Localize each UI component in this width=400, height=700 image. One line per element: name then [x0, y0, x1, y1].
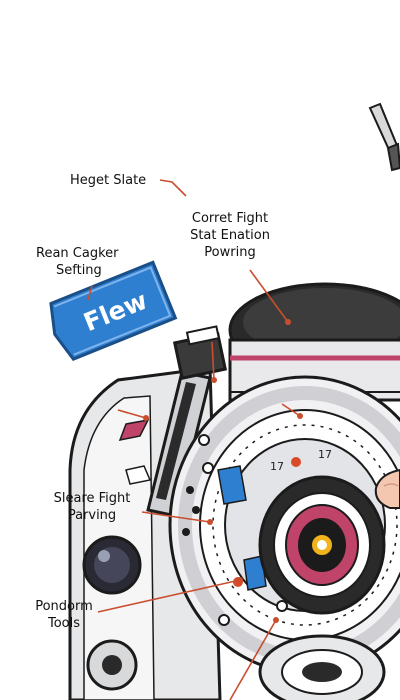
label-sleare-fight: Sleare Fight Parving	[40, 490, 144, 524]
camera-handle	[146, 325, 228, 518]
label-corret-fight: Corret Fight Stat Enation Powring	[182, 210, 278, 261]
leader-sleare	[141, 511, 211, 523]
leader-handle	[211, 341, 215, 381]
flew-tag: Flew	[49, 260, 178, 361]
label-rean-cagker: Rean Cagker Sefting	[36, 245, 119, 279]
leader-bottom	[229, 619, 277, 700]
label-pondorm-tools: Pondorm Tools	[30, 598, 98, 632]
leader-dots	[143, 319, 303, 623]
label-pondorm-line-2: Tools	[47, 616, 81, 631]
label-corret-line-1: Corret Fight	[191, 211, 269, 226]
finger-icon	[374, 468, 400, 509]
label-rean-line-1: Rean Cagker	[36, 246, 119, 261]
label-corret-line-3: Powring	[204, 245, 256, 260]
leader-heget	[159, 179, 187, 197]
label-sleare-line-1: Sleare Fight	[53, 491, 131, 506]
dial-number-top: 17	[318, 448, 332, 461]
leader-lines	[87, 179, 301, 700]
leader-pondorm	[97, 579, 241, 613]
label-rean-line-2: Sefting	[56, 263, 102, 278]
leader-dial	[281, 403, 301, 417]
label-sleare-line-2: Parving	[67, 508, 117, 523]
dial-number-left: 17	[270, 460, 284, 473]
leader-corret	[249, 269, 289, 323]
label-heget-slate: Heget Slate	[70, 173, 147, 188]
screwdriver-icon	[368, 102, 400, 172]
bottom-knob	[258, 634, 386, 700]
inner-lens	[258, 475, 386, 615]
leader-body	[117, 409, 147, 419]
leader-rean	[87, 285, 93, 301]
label-pondorm-line-1: Pondorm	[35, 599, 93, 614]
label-corret-line-2: Stat Enation	[190, 228, 270, 243]
